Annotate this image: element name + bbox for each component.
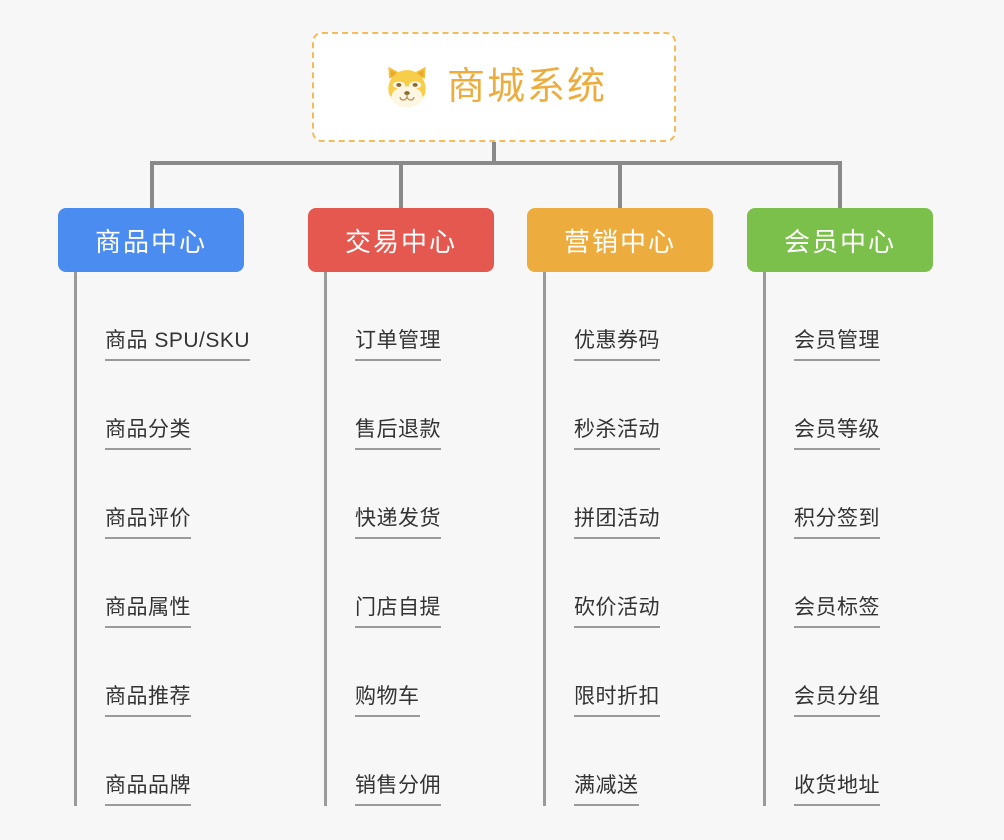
leaf-label: 拼团活动 — [574, 507, 660, 539]
connector-drop-member-center — [838, 161, 842, 209]
category-label: 商品中心 — [94, 226, 207, 257]
shiba-dog-face-icon — [388, 66, 426, 108]
list-item[interactable]: 商品分类 — [58, 361, 308, 450]
leaf-spine — [543, 272, 546, 806]
leaf-label: 订单管理 — [355, 329, 441, 361]
list-item[interactable]: 限时折扣 — [527, 628, 747, 717]
leaf-label: 商品评价 — [105, 507, 191, 539]
leaf-label: 积分签到 — [794, 507, 880, 539]
leaf-label: 销售分佣 — [355, 774, 441, 806]
leaf-label: 商品品牌 — [105, 774, 191, 806]
leaf-label: 售后退款 — [355, 418, 441, 450]
leaf-spine — [324, 272, 327, 806]
list-item[interactable]: 购物车 — [308, 628, 528, 717]
leaf-list-trade-center: 订单管理 售后退款 快递发货 门店自提 购物车 销售分佣 — [308, 272, 528, 806]
leaf-list-marketing-center: 优惠券码 秒杀活动 拼团活动 砍价活动 限时折扣 满减送 — [527, 272, 747, 806]
category-header-member-center[interactable]: 会员中心 — [747, 208, 933, 272]
list-item[interactable]: 商品属性 — [58, 539, 308, 628]
list-item[interactable]: 商品 SPU/SKU — [58, 272, 308, 361]
branch-product-center: 商品中心 商品 SPU/SKU 商品分类 商品评价 商品属性 商品推荐 商品品牌 — [58, 208, 308, 806]
branch-trade-center: 交易中心 订单管理 售后退款 快递发货 门店自提 购物车 销售分佣 — [308, 208, 528, 806]
list-item[interactable]: 销售分佣 — [308, 717, 528, 806]
category-label: 交易中心 — [344, 226, 457, 257]
list-item[interactable]: 商品评价 — [58, 450, 308, 539]
leaf-label: 商品分类 — [105, 418, 191, 450]
leaf-label: 限时折扣 — [574, 685, 660, 717]
leaf-spine — [74, 272, 77, 806]
list-item[interactable]: 优惠券码 — [527, 272, 747, 361]
connector-drop-product-center — [150, 161, 154, 209]
list-item[interactable]: 会员标签 — [747, 539, 967, 628]
connector-drop-trade-center — [399, 161, 403, 209]
category-header-product-center[interactable]: 商品中心 — [58, 208, 244, 272]
leaf-label: 收货地址 — [794, 774, 880, 806]
leaf-label: 商品 SPU/SKU — [105, 329, 251, 361]
connector-drop-marketing-center — [618, 161, 622, 209]
category-header-marketing-center[interactable]: 营销中心 — [527, 208, 713, 272]
list-item[interactable]: 快递发货 — [308, 450, 528, 539]
leaf-list-product-center: 商品 SPU/SKU 商品分类 商品评价 商品属性 商品推荐 商品品牌 — [58, 272, 308, 806]
leaf-label: 秒杀活动 — [574, 418, 660, 450]
list-item[interactable]: 售后退款 — [308, 361, 528, 450]
leaf-label: 会员分组 — [794, 685, 880, 717]
list-item[interactable]: 满减送 — [527, 717, 747, 806]
connector-root-stem — [492, 142, 496, 164]
list-item[interactable]: 砍价活动 — [527, 539, 747, 628]
leaf-label: 会员等级 — [794, 418, 880, 450]
leaf-label: 满减送 — [574, 774, 639, 806]
list-item[interactable]: 门店自提 — [308, 539, 528, 628]
list-item[interactable]: 会员等级 — [747, 361, 967, 450]
list-item[interactable]: 收货地址 — [747, 717, 967, 806]
category-label: 会员中心 — [783, 226, 896, 257]
list-item[interactable]: 订单管理 — [308, 272, 528, 361]
leaf-label: 商品推荐 — [105, 685, 191, 717]
root-node[interactable]: 商城系统 — [312, 32, 676, 142]
branch-member-center: 会员中心 会员管理 会员等级 积分签到 会员标签 会员分组 收货地址 — [747, 208, 967, 806]
category-header-trade-center[interactable]: 交易中心 — [308, 208, 494, 272]
leaf-label: 门店自提 — [355, 596, 441, 628]
list-item[interactable]: 秒杀活动 — [527, 361, 747, 450]
branch-marketing-center: 营销中心 优惠券码 秒杀活动 拼团活动 砍价活动 限时折扣 满减送 — [527, 208, 747, 806]
list-item[interactable]: 商品品牌 — [58, 717, 308, 806]
root-title: 商城系统 — [446, 66, 607, 108]
connector-horizontal-bar — [150, 161, 842, 165]
category-label: 营销中心 — [563, 226, 676, 257]
leaf-list-member-center: 会员管理 会员等级 积分签到 会员标签 会员分组 收货地址 — [747, 272, 967, 806]
leaf-spine — [763, 272, 766, 806]
leaf-label: 会员标签 — [794, 596, 880, 628]
leaf-label: 商品属性 — [105, 596, 191, 628]
leaf-label: 优惠券码 — [574, 329, 660, 361]
leaf-label: 购物车 — [355, 685, 420, 717]
list-item[interactable]: 商品推荐 — [58, 628, 308, 717]
list-item[interactable]: 积分签到 — [747, 450, 967, 539]
list-item[interactable]: 拼团活动 — [527, 450, 747, 539]
leaf-label: 快递发货 — [355, 507, 441, 539]
leaf-label: 砍价活动 — [574, 596, 660, 628]
leaf-label: 会员管理 — [794, 329, 880, 361]
list-item[interactable]: 会员管理 — [747, 272, 967, 361]
list-item[interactable]: 会员分组 — [747, 628, 967, 717]
